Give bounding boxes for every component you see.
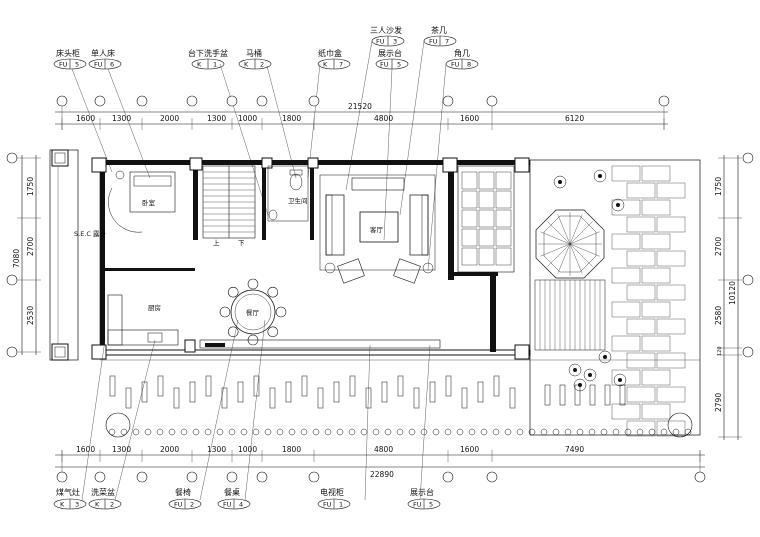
callout-label-three-seat-sofa: 三人沙发 [370, 25, 402, 35]
svg-text:FU: FU [429, 38, 438, 46]
svg-text:FU: FU [451, 61, 460, 69]
svg-text:2: 2 [190, 501, 194, 509]
callout-label-tv-cabinet: 电视柜 [320, 487, 344, 497]
stair-mark-up: 上 [213, 238, 220, 247]
callout-label-single-bed: 单人床 [91, 48, 115, 58]
dimension-segment: 2000 [160, 114, 179, 123]
bedroom: 卧室 [108, 170, 176, 233]
svg-text:FU: FU [94, 61, 103, 69]
dimension-segment: 2000 [160, 445, 179, 454]
dimension-segment: 1800 [282, 445, 301, 454]
front-lawn [100, 359, 700, 438]
callout-label-coffee-table: 茶几 [431, 25, 447, 35]
svg-text:FU: FU [413, 501, 422, 509]
left-overall-dimension: 7080 [12, 249, 21, 268]
svg-text:1: 1 [339, 501, 343, 509]
callout-label-toilet: 马桶 [246, 48, 262, 58]
callout-label-corner-table: 角几 [454, 48, 470, 58]
dimension-segment: 4800 [374, 445, 393, 454]
svg-text:FU: FU [323, 501, 332, 509]
svg-text:FU: FU [174, 501, 183, 509]
svg-text:K: K [197, 61, 202, 69]
top-overall-dimension: 21520 [348, 102, 372, 111]
callout-label-display-stand: 展示台 [378, 48, 402, 58]
top-dimension-lines: 21520 1600 1300 2000 1300 1000 1800 4800 1600 61… [55, 95, 670, 130]
callout-label-bedside-table: 床头柜 [56, 48, 80, 58]
glass-block-area [457, 165, 515, 273]
svg-text:120: 120 [717, 346, 723, 356]
svg-text:7: 7 [339, 61, 343, 69]
svg-text:FU: FU [59, 61, 68, 69]
svg-text:3: 3 [75, 501, 79, 509]
svg-text:FU: FU [376, 38, 385, 46]
dimension-segment: 1000 [238, 114, 257, 123]
dimension-segment: 7490 [565, 445, 584, 454]
svg-text:FU: FU [223, 501, 232, 509]
bottom-overall-dimension: 22890 [370, 470, 394, 479]
callout-label-sink: 洗菜盆 [91, 487, 115, 497]
callout-label-gas-stove: 煤气灶 [56, 487, 80, 497]
dimension-segment: 4800 [374, 114, 393, 123]
svg-text:2: 2 [110, 501, 114, 509]
room-label-living: 客厅 [370, 225, 384, 234]
svg-text:1750: 1750 [26, 177, 35, 196]
svg-text:1750: 1750 [714, 177, 723, 196]
svg-text:K: K [60, 501, 65, 509]
room-label-dining: 餐厅 [246, 308, 260, 317]
right-overall-dimension: 10120 [728, 281, 737, 305]
garden [529, 159, 701, 437]
callout-label-tissue-box: 纸巾盒 [318, 48, 342, 58]
staircase: 上 下 [202, 165, 256, 247]
svg-text:3: 3 [393, 38, 397, 46]
dimension-segment: 1600 [76, 114, 95, 123]
svg-text:4: 4 [239, 501, 243, 509]
bottom-callouts: 煤气灶 K 3 洗菜盆 K 2 餐椅 FU 2 餐桌 FU 4 电视柜 FU 1… [53, 319, 441, 510]
svg-text:5: 5 [429, 501, 433, 509]
svg-text:2790: 2790 [714, 393, 723, 412]
stair-mark-down: 下 [238, 239, 245, 247]
top-callouts: 床头柜 FU 5 单人床 FU 6 台下洗手盆 K 1 马桶 K 2 纸巾盒 K… [53, 25, 479, 271]
room-label-kitchen: 厨房 [148, 303, 161, 312]
svg-text:2700: 2700 [714, 237, 723, 256]
svg-text:8: 8 [467, 61, 471, 69]
svg-text:7: 7 [445, 38, 449, 46]
svg-text:2580: 2580 [714, 306, 723, 325]
callout-label-display-stand-bottom: 展示台 [410, 487, 434, 497]
callout-label-dining-chair: 餐椅 [175, 487, 191, 497]
room-label-terrace: S.E.C 露台 [74, 229, 106, 238]
dining-area: 餐厅 [205, 278, 287, 347]
callout-label-dining-table: 餐桌 [224, 487, 240, 497]
svg-text:K: K [323, 61, 328, 69]
dimension-segment: 1600 [460, 114, 479, 123]
dimension-segment: 1300 [112, 114, 131, 123]
svg-text:2700: 2700 [26, 237, 35, 256]
building-walls [49, 149, 531, 361]
svg-text:5: 5 [397, 61, 401, 69]
dimension-segment: 1000 [238, 445, 257, 454]
room-label-bedroom: 卧室 [142, 198, 156, 207]
dimension-segment: 1300 [112, 445, 131, 454]
left-dimension-lines: 7080 1750 2700 2530 [6, 152, 41, 358]
callout-label-basin: 台下洗手盆 [188, 48, 228, 58]
dimension-segment: 1600 [76, 445, 95, 454]
dimension-segment: 1300 [207, 114, 226, 123]
svg-text:2530: 2530 [26, 306, 35, 325]
right-dimension-lines: 10120 1750 2700 2580 120 2790 [714, 152, 754, 440]
living-room: 客厅 [319, 174, 436, 284]
svg-text:K: K [95, 501, 100, 509]
room-label-bathroom: 卫生间 [288, 196, 308, 205]
svg-text:K: K [244, 61, 249, 69]
dimension-segment: 6120 [565, 114, 584, 123]
svg-text:6: 6 [110, 61, 114, 69]
bottom-dimension-lines: 22890 1600 1300 2000 1300 1000 1800 4800 1600 74… [55, 445, 706, 483]
dimension-segment: 1800 [282, 114, 301, 123]
svg-text:5: 5 [75, 61, 79, 69]
dimension-segment: 1300 [207, 445, 226, 454]
svg-text:FU: FU [380, 61, 389, 69]
svg-text:1: 1 [213, 61, 217, 69]
bathroom: 卫生间 [267, 165, 309, 222]
dimension-segment: 1600 [460, 445, 479, 454]
svg-text:2: 2 [260, 61, 264, 69]
